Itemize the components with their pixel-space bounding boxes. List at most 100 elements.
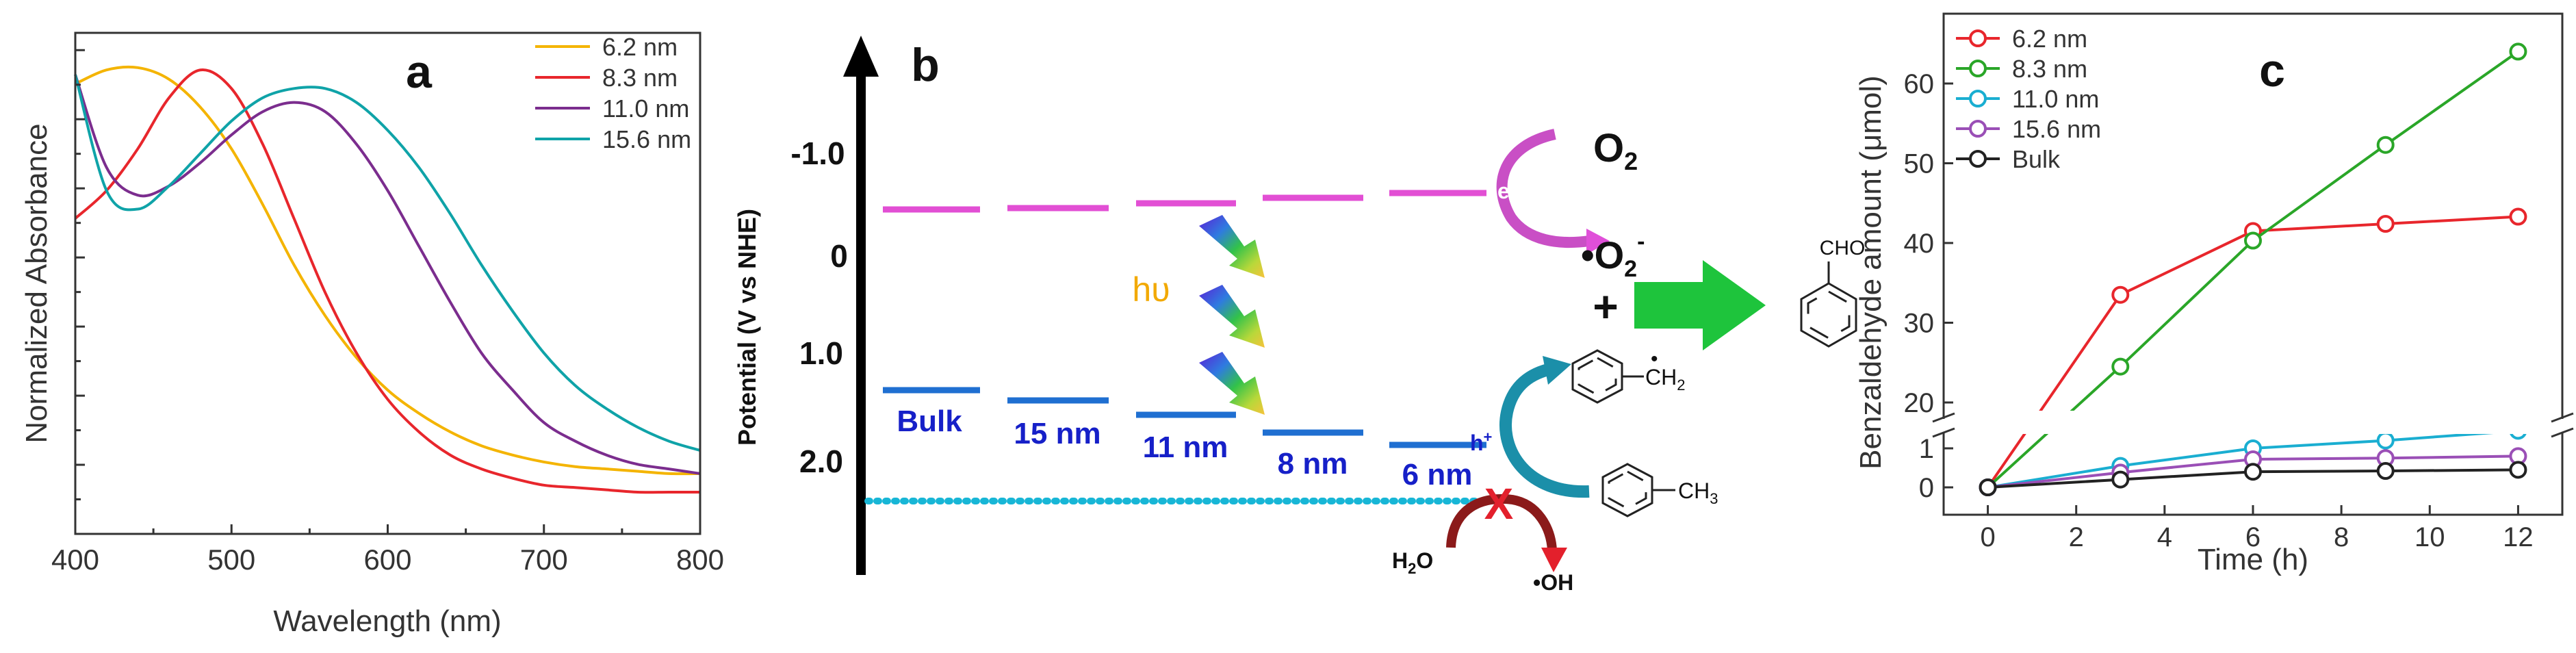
hydroxyl-label: •OH — [1533, 570, 1573, 595]
axis-break-mark-upper-left — [1932, 412, 1955, 423]
legend-swatch-marker — [1969, 29, 1987, 47]
benzaldehyde-ring — [1800, 282, 1857, 348]
y-tick-label: 1 — [1919, 434, 1934, 464]
light-arrow-icon — [1199, 215, 1265, 415]
electron-label: e- — [1497, 177, 1515, 203]
data-point-8-3-nm — [2509, 42, 2527, 61]
toluene-inner-bonds — [1608, 470, 1647, 510]
electron-text: e — [1497, 179, 1510, 203]
potential-tick-neg1: -1.0 — [790, 136, 845, 171]
data-point-6-2-nm — [2111, 285, 2130, 304]
benzaldehyde-inner-bonds — [1807, 290, 1851, 340]
blocked-mark: X — [1484, 479, 1514, 528]
x-tick-label: 700 — [520, 543, 568, 576]
panel-a-letter: a — [406, 46, 433, 98]
benzaldehyde-structure — [1800, 261, 1857, 348]
x-tick-label: 0 — [1980, 522, 1995, 552]
size-label-bulk: Bulk — [897, 405, 962, 438]
x-tick-label: 4 — [2157, 522, 2172, 552]
x-tick-label: 400 — [51, 543, 99, 576]
hole-transfer-arrow — [1499, 363, 1590, 498]
panel-c-plot-area — [1946, 42, 2560, 496]
hole-text: h — [1470, 431, 1484, 455]
data-point-6-2-nm — [2509, 207, 2527, 226]
legend-label: 15.6 nm — [2012, 115, 2101, 143]
x-tick-label: 8 — [2334, 522, 2349, 552]
legend-label: Bulk — [2012, 145, 2061, 173]
legend-label: 6.2 nm — [602, 33, 678, 61]
superoxide-superscript: - — [1637, 229, 1645, 255]
x-tick-label: 2 — [2069, 522, 2084, 552]
data-point-Bulk — [2509, 461, 2527, 479]
data-point-8-3-nm — [2376, 136, 2395, 154]
toluene-ring — [1601, 463, 1653, 517]
water-o: O — [1416, 548, 1433, 573]
reaction-arrow — [1634, 260, 1766, 350]
ch3-subscript: 3 — [1710, 490, 1718, 507]
axis-break-mark-lower-right — [2551, 427, 2574, 438]
hole-label: h+ — [1470, 428, 1492, 455]
legend-swatch-marker — [1969, 150, 1987, 168]
electron-superscript: - — [1510, 177, 1515, 194]
series-line-6-2-nm — [75, 65, 701, 476]
data-point-6-2-nm — [2376, 215, 2395, 233]
y-tick-label: 20 — [1904, 388, 1935, 418]
hole-transfer-arrowhead — [1543, 356, 1571, 385]
size-label-8nm: 8 nm — [1278, 447, 1348, 481]
potential-axis-label: Potential (V vs NHE) — [733, 209, 761, 446]
size-label-6nm: 6 nm — [1402, 458, 1473, 491]
light-arrow-1 — [1199, 215, 1265, 278]
water-subscript: 2 — [1408, 560, 1416, 577]
panel-c-x-axis-label: Time (h) — [2198, 543, 2308, 576]
legend-label: 15.6 nm — [602, 125, 691, 153]
axis-break-mark-upper-right — [2551, 412, 2574, 423]
hole-superscript: + — [1484, 428, 1493, 446]
ch3-label: CH3 — [1678, 478, 1718, 507]
o2-text: O — [1593, 126, 1624, 170]
data-point-8-3-nm — [2244, 231, 2262, 250]
size-label-11nm: 11 nm — [1143, 431, 1228, 464]
data-point-11-0-nm — [2376, 431, 2395, 450]
panel-c-y-axis-label: Benzaldehyde amount (μmol) — [1854, 75, 1888, 470]
x-tick-label: 600 — [363, 543, 411, 576]
y-tick-label: 60 — [1904, 69, 1935, 99]
panel-a-x-axis-label: Wavelength (nm) — [273, 604, 501, 638]
legend-label: 11.0 nm — [2012, 85, 2099, 113]
light-label: hυ — [1132, 270, 1170, 309]
water-h: H — [1392, 548, 1408, 573]
electron-transfer-arrow — [1496, 129, 1590, 248]
superoxide-label: •O2- — [1581, 229, 1645, 282]
panel-a-x-ticks: 400 500 600 700 800 — [51, 524, 724, 576]
y-tick-label: 30 — [1904, 309, 1935, 339]
ch2-subscript: 2 — [1677, 376, 1685, 394]
light-arrow-3 — [1199, 352, 1265, 415]
size-label-15nm: 15 nm — [1014, 417, 1100, 450]
x-tick-label: 12 — [2503, 522, 2534, 552]
x-tick-label: 500 — [207, 543, 255, 576]
conduction-band-levels — [883, 190, 1486, 213]
y-tick-label: 50 — [1904, 149, 1935, 179]
potential-tick-1: 1.0 — [799, 335, 843, 371]
data-point-8-3-nm — [2111, 357, 2130, 376]
benzyl-radical-structure — [1571, 349, 1644, 404]
panel-a: a Wavelength (nm) Normalized Absorbance … — [20, 31, 724, 638]
data-point-Bulk — [2111, 470, 2130, 489]
valence-band-levels — [883, 387, 1486, 448]
panel-c-letter: c — [2259, 44, 2285, 97]
legend-label: 11.0 nm — [602, 94, 689, 123]
axis-break-mark-lower-left — [1932, 427, 1955, 438]
o2-subscript: 2 — [1624, 147, 1638, 175]
ch2-label: CH2 — [1645, 365, 1685, 394]
water-oxidation-arrowhead — [1541, 548, 1567, 572]
panel-a-plot-area — [74, 65, 701, 494]
potential-axis-arrowhead — [843, 36, 879, 77]
panel-c: c Time (h) Benzaldehyde amount (μmol) 0 2… — [1854, 12, 2574, 576]
x-tick-label: 10 — [2414, 522, 2445, 552]
benzyl-inner-bonds — [1577, 357, 1617, 396]
y-tick-label: 40 — [1904, 229, 1935, 259]
benzyl-ring — [1571, 349, 1623, 404]
x-tick-label: 800 — [676, 543, 724, 576]
light-arrow-2 — [1199, 285, 1265, 348]
